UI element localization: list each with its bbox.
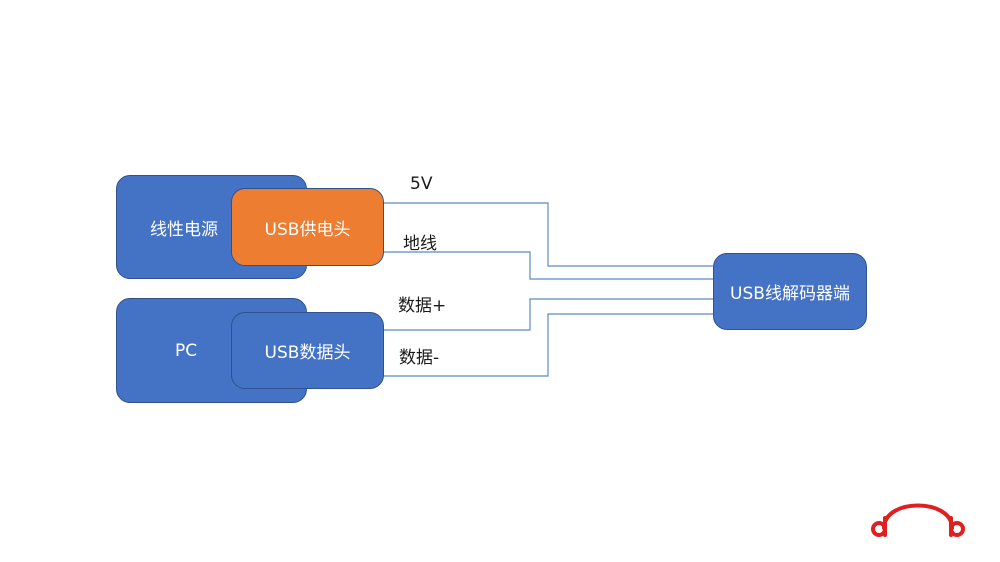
usb-data-head-box: USB数据头: [231, 312, 384, 389]
wire-data-minus: [384, 313, 713, 377]
usb-power-head-label: USB供电头: [264, 219, 351, 240]
linear-power-supply-label: 线性电源: [150, 219, 218, 240]
wire-label-5v: 5V: [410, 174, 433, 194]
wire-ground: [384, 251, 713, 280]
wire-label-data-plus: 数据+: [398, 296, 447, 316]
usb-decoder-label: USB线解码器端: [730, 284, 850, 304]
usb-decoder-box: USB线解码器端: [713, 253, 867, 330]
wire-5v: [384, 202, 713, 267]
usb-power-head-box: USB供电头: [231, 188, 384, 266]
wire-label-ground: 地线: [403, 234, 437, 254]
wire-data-plus: [384, 298, 713, 331]
wire-label-data-minus: 数据-: [399, 348, 440, 368]
usb-data-head-label: USB数据头: [264, 343, 351, 363]
headphone-db-logo-icon: [871, 503, 965, 537]
pc-label: PC: [175, 340, 198, 361]
